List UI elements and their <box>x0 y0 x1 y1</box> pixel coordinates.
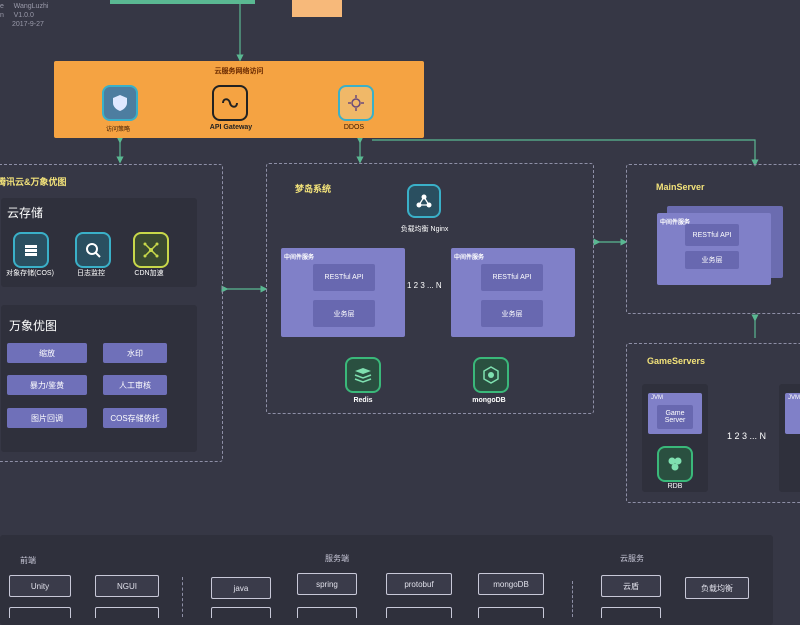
cos-icon <box>13 232 49 268</box>
middleware-left-restful: RESTful API <box>313 264 375 291</box>
dream-title: 梦岛系统 <box>295 184 332 194</box>
cdn-label: CDN加速 <box>134 270 164 277</box>
middleware-left: 中间件服务 RESTful API 业务层 <box>281 248 405 337</box>
tech-mongodb: mongoDB <box>478 573 544 595</box>
tech-unity: Unity <box>9 575 71 597</box>
tencent-title: 腾讯云&万象优图 <box>0 177 67 187</box>
main-server-title: MainServer <box>656 182 705 192</box>
redis-icon <box>345 357 381 393</box>
tech-backend-row2-d <box>478 607 544 618</box>
tech-frontend-row2-a <box>9 607 71 618</box>
imaging-item-porn-detect: 暴力/鉴黄 <box>7 375 87 395</box>
tech-spring: spring <box>297 573 357 595</box>
dream-system-section: 梦岛系统 负载均衡 Nginx 中间件服务 RESTful API 业务层 1 … <box>266 163 594 414</box>
imaging-title: 万象优图 <box>9 319 58 333</box>
middleware-right-label: 中间件服务 <box>454 255 485 261</box>
meta-label: n <box>0 12 4 19</box>
access-policy-label: 访问策略 <box>105 127 130 133</box>
middleware-right-restful: RESTful API <box>481 264 543 291</box>
frontend-title: 前端 <box>20 556 36 565</box>
tech-ngui: NGUI <box>95 575 159 597</box>
storage-title: 云存储 <box>7 206 44 220</box>
log-monitor-label: 日志监控 <box>77 270 105 277</box>
tencent-section: 腾讯云&万象优图 云存储 对象存储(COS) 日志监控 CDN加速 万象优图 缩… <box>0 164 223 462</box>
imaging-item-manual-review: 人工审核 <box>103 375 167 395</box>
meta-date: 2017-9-27 <box>12 21 44 28</box>
tech-backend-row2-c <box>386 607 452 618</box>
meta-info: e WangLuzhi n V1.0.0 2017-9-27 <box>0 2 48 29</box>
cloud-storage-panel: 云存储 对象存储(COS) 日志监控 CDN加速 <box>1 198 197 287</box>
tech-frontend-row2-b <box>95 607 159 618</box>
game-server-node: JVM Game Server RDB <box>642 384 708 492</box>
backend-title: 服务端 <box>325 554 349 563</box>
middleware-right: 中间件服务 RESTful API 业务层 <box>451 248 575 337</box>
nginx-label: 负载均衡 Nginx <box>400 226 449 233</box>
top-orange-box <box>292 0 342 17</box>
jvm-box: JVM Game Server <box>648 393 702 434</box>
main-restful: RESTful API <box>685 224 739 246</box>
tech-cloud-row2 <box>601 607 661 618</box>
game-server-label: Game Server <box>657 405 693 429</box>
middleware-right-business: 业务层 <box>481 300 543 327</box>
game-servers-title: GameServers <box>647 356 706 366</box>
jvm-label: JVM <box>651 395 663 401</box>
main-server-section: MainServer 中间件服务 RESTful API 业务层 <box>626 164 800 314</box>
jvm-box-n: JVM <box>785 393 800 434</box>
rdb-label: RDB <box>667 483 683 490</box>
api-gateway-icon <box>212 85 248 121</box>
tech-stack-panel: 前端 Unity NGUI 服务端 java spring protobuf m… <box>0 535 773 625</box>
top-green-box <box>110 0 255 4</box>
mongodb-label: mongoDB <box>472 397 506 404</box>
ddos-label: DDOS <box>343 124 365 131</box>
tech-divider-1 <box>182 577 183 617</box>
middleware-left-label: 中间件服务 <box>284 255 315 261</box>
api-gateway-label: API Gateway <box>209 124 253 131</box>
cloud-access-panel: 云服务网络访问 访问策略 API Gateway DDOS <box>54 61 424 138</box>
log-monitor-icon <box>75 232 111 268</box>
rdb-icon <box>657 446 693 482</box>
main-server-middleware: 中间件服务 RESTful API 业务层 <box>657 213 771 285</box>
cloud-services-title: 云服务 <box>620 554 644 563</box>
imaging-item-scale: 缩放 <box>7 343 87 363</box>
middleware-left-business: 业务层 <box>313 300 375 327</box>
imaging-item-cos-backed: COS存储依托 <box>103 408 167 428</box>
game-server-node-n: JVM <box>779 384 800 492</box>
cdn-icon <box>133 232 169 268</box>
meta-label: e <box>0 3 4 10</box>
game-servers-section: GameServers JVM Game Server RDB 1 2 3 ..… <box>626 343 800 503</box>
tech-backend-row2-b <box>297 607 357 618</box>
meta-author: WangLuzhi <box>13 3 49 10</box>
tech-load-balance: 负载均衡 <box>685 577 749 599</box>
cos-label: 对象存储(COS) <box>6 270 54 277</box>
access-policy-icon <box>102 85 138 121</box>
tech-backend-row2-a <box>211 607 271 618</box>
jvm-label-n: JVM <box>788 395 800 401</box>
ddos-icon <box>338 85 374 121</box>
tech-protobuf: protobuf <box>386 573 452 595</box>
meta-version: V1.0.0 <box>13 12 34 19</box>
tech-cloud-shield: 云盾 <box>601 575 661 597</box>
imaging-item-callback: 图片回调 <box>7 408 87 428</box>
tech-divider-2 <box>572 581 573 617</box>
dream-sequence: 1 2 3 ... N <box>407 281 442 290</box>
tech-java: java <box>211 577 271 599</box>
game-sequence: 1 2 3 ... N <box>727 431 767 441</box>
imaging-item-watermark: 水印 <box>103 343 167 363</box>
nginx-icon <box>407 184 441 218</box>
imaging-panel: 万象优图 缩放 水印 暴力/鉴黄 人工审核 图片回调 COS存储依托 <box>1 305 197 452</box>
main-business: 业务层 <box>685 251 739 269</box>
mongodb-icon <box>473 357 509 393</box>
redis-label: Redis <box>353 397 373 404</box>
main-middleware-label: 中间件服务 <box>660 220 691 226</box>
cloud-title: 云服务网络访问 <box>214 68 264 75</box>
